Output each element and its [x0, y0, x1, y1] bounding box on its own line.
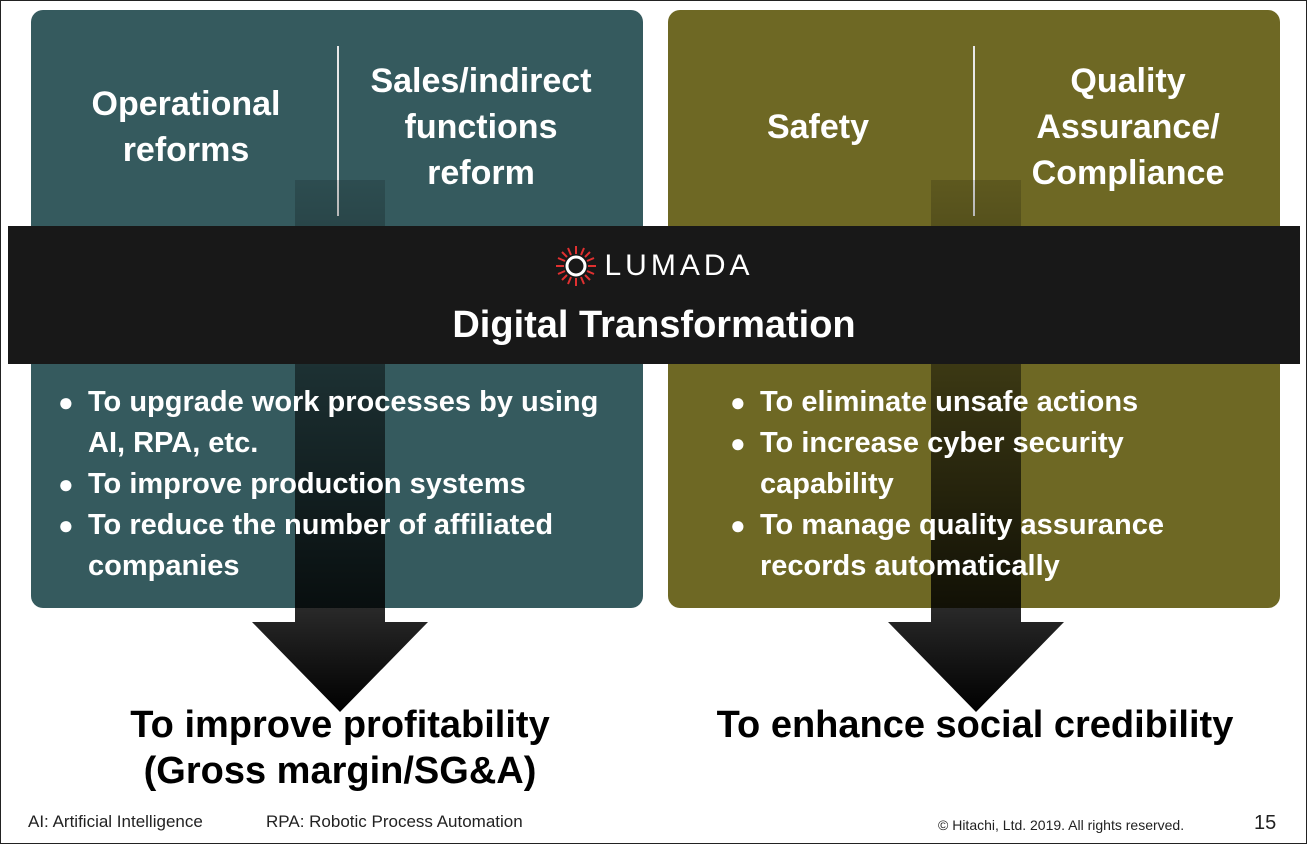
result-profitability: To improve profitability (Gross margin/S… [60, 702, 620, 794]
digital-transformation-title: Digital Transformation [452, 304, 856, 346]
right-bullet-list: To eliminate unsafe actions To increase … [730, 382, 1250, 587]
page-number: 15 [1254, 812, 1277, 834]
header-sales-indirect: Sales/indirect functions reform [370, 62, 592, 192]
list-item: To improve production systems [58, 464, 628, 505]
list-item: To reduce the number of affiliated compa… [58, 505, 628, 587]
result-profitability-line1: To improve profitability [130, 704, 550, 746]
header-divider [973, 46, 975, 216]
footnote-ai: AI: Artificial Intelligence [28, 812, 203, 831]
result-profitability-line2: (Gross margin/SG&A) [143, 750, 537, 792]
lumada-logo: LUMADA [8, 244, 1300, 288]
header-divider [337, 46, 339, 216]
header-safety: Safety [766, 108, 870, 146]
list-item: To increase cyber security capability [730, 423, 1250, 505]
list-item: To manage quality assurance records auto… [730, 505, 1250, 587]
lumada-wordmark: LUMADA [604, 249, 754, 282]
list-item: To upgrade work processes by using AI, R… [58, 382, 628, 464]
lumada-sun-icon [556, 246, 597, 286]
header-quality-assurance: Quality Assurance/ Compliance [1031, 62, 1225, 192]
header-operational-reforms: Operational reforms [91, 85, 281, 169]
lumada-band: LUMADA Digital Transformation [8, 226, 1300, 364]
footnote-rpa: RPA: Robotic Process Automation [266, 812, 523, 831]
result-social-credibility: To enhance social credibility [716, 704, 1234, 746]
list-item: To eliminate unsafe actions [730, 382, 1250, 423]
copyright: © Hitachi, Ltd. 2019. All rights reserve… [938, 817, 1185, 833]
left-bullet-list: To upgrade work processes by using AI, R… [58, 382, 628, 587]
